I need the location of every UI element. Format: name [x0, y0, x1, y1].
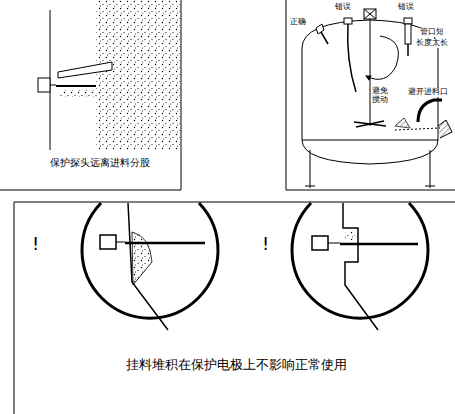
material-buildup: [345, 231, 355, 240]
tank-label: 错误: [398, 2, 414, 11]
feed-inlet: [438, 120, 452, 138]
detail-circle: [292, 203, 428, 330]
probe-head: [100, 235, 116, 249]
probe-head: [404, 18, 412, 24]
tank-label: 错误: [335, 2, 351, 11]
figure-caption: 挂料堆积在保护电极上不影响正常使用: [126, 358, 347, 373]
probe-head: [344, 18, 352, 24]
panel-frame: [286, 0, 455, 190]
agitator-motor: [364, 9, 376, 19]
probe-head: [312, 236, 328, 250]
probe-rod: [56, 85, 96, 87]
probe-rod: [340, 243, 418, 246]
panel-caption: 保护探头远离进料分股: [50, 157, 150, 169]
swirl-arrow: [366, 36, 398, 79]
probe-head: [38, 78, 50, 92]
detail-circle: [82, 203, 218, 330]
agitator-shaft: [370, 19, 371, 126]
warning-mark: !: [32, 234, 39, 255]
tank-label: 避免搅动: [372, 86, 389, 104]
agitator-blade: [354, 121, 386, 127]
probe-rod: [125, 242, 205, 245]
panel-frame: [0, 0, 181, 190]
tank-label: 避开进料口: [408, 88, 448, 97]
protective-plate: [58, 62, 112, 78]
tank-legs: [305, 150, 435, 188]
probe-rod: [321, 32, 328, 44]
material-buildup: [132, 232, 152, 285]
probe-rod: [348, 24, 356, 92]
tank-label: 正确: [290, 17, 306, 26]
tank-label: 管口短: [420, 28, 444, 37]
side-probe: [418, 100, 442, 122]
panel-frame: [14, 202, 455, 414]
probe-head: [316, 24, 324, 34]
long-nozzle: [405, 24, 411, 44]
warning-mark: !: [262, 234, 269, 255]
tank-label: 长度太长: [416, 39, 448, 48]
